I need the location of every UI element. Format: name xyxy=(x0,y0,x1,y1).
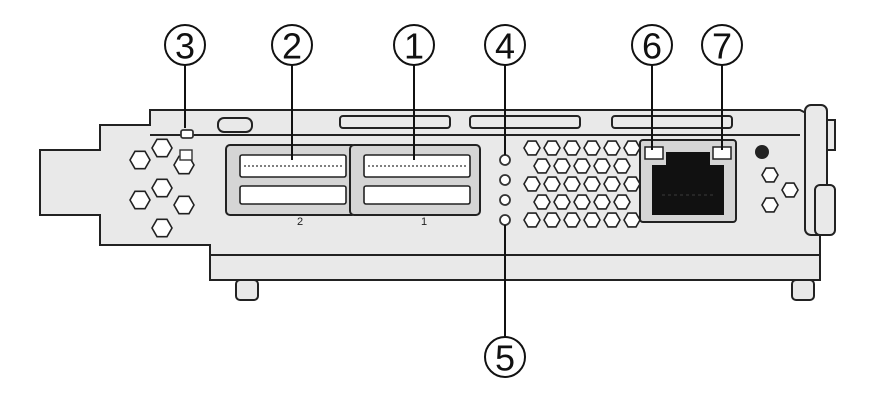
vent-hex xyxy=(563,176,581,192)
vent-hex xyxy=(623,176,641,192)
vent-hex xyxy=(553,194,571,210)
callout-4: 4 xyxy=(484,24,526,67)
vent-hex xyxy=(573,194,591,210)
vent-hex xyxy=(151,178,173,198)
vent-hex xyxy=(563,140,581,156)
vent-hex xyxy=(583,212,601,228)
vent-hex xyxy=(761,197,779,213)
callout-4-label: 4 xyxy=(495,26,515,67)
vent-hex xyxy=(129,190,151,210)
rj45-left-led xyxy=(644,146,664,160)
standoff-feet xyxy=(235,279,815,301)
leader-lines xyxy=(184,62,723,337)
callout-5-label: 5 xyxy=(495,338,515,379)
callout-2-label: 2 xyxy=(282,26,302,67)
vent-hex-pattern xyxy=(129,138,799,238)
attention-led xyxy=(180,129,194,139)
vent-hex xyxy=(563,212,581,228)
vent-hex xyxy=(603,140,621,156)
vent-hex xyxy=(543,212,561,228)
callout-3-label: 3 xyxy=(175,26,195,67)
vent-hex xyxy=(543,140,561,156)
port-2 xyxy=(225,144,357,216)
screw-icon xyxy=(755,145,769,159)
vent-hex xyxy=(603,176,621,192)
led-3 xyxy=(499,194,511,206)
vent-hex xyxy=(593,158,611,174)
vent-hex xyxy=(533,194,551,210)
vent-hex xyxy=(603,212,621,228)
callout-2: 2 xyxy=(271,24,313,67)
callout-5: 5 xyxy=(484,336,526,379)
port-1-label: 1 xyxy=(421,216,427,228)
vent-hex xyxy=(583,140,601,156)
vent-hex xyxy=(543,176,561,192)
status-leds xyxy=(179,129,511,226)
vent-hex xyxy=(623,212,641,228)
vent-hex xyxy=(523,212,541,228)
led-2 xyxy=(499,174,511,186)
vent-hex xyxy=(151,218,173,238)
port-1 xyxy=(349,144,481,216)
callout-6-label: 6 xyxy=(642,26,662,67)
led-1 xyxy=(499,154,511,166)
callout-1-label: 1 xyxy=(404,26,424,67)
vent-hex xyxy=(129,150,151,170)
vent-hex xyxy=(781,182,799,198)
vent-hex xyxy=(573,158,591,174)
vent-hex xyxy=(151,138,173,158)
vent-hex xyxy=(593,194,611,210)
port-2-label: 2 xyxy=(297,216,303,228)
vent-hex xyxy=(583,176,601,192)
vent-hex xyxy=(523,140,541,156)
callout-1: 1 xyxy=(393,24,435,67)
vent-hex xyxy=(173,195,195,215)
vent-hex xyxy=(613,158,631,174)
vent-hex xyxy=(613,194,631,210)
callout-7: 7 xyxy=(701,24,743,67)
callout-3: 3 xyxy=(164,24,206,67)
led-4 xyxy=(499,214,511,226)
vent-hex xyxy=(761,167,779,183)
rj45-port xyxy=(639,139,737,223)
vent-hex xyxy=(553,158,571,174)
vent-hex xyxy=(523,176,541,192)
locator-icon xyxy=(179,149,193,161)
callout-7-label: 7 xyxy=(712,26,732,67)
vent-hex xyxy=(623,140,641,156)
callout-6: 6 xyxy=(631,24,673,67)
vent-hex xyxy=(533,158,551,174)
